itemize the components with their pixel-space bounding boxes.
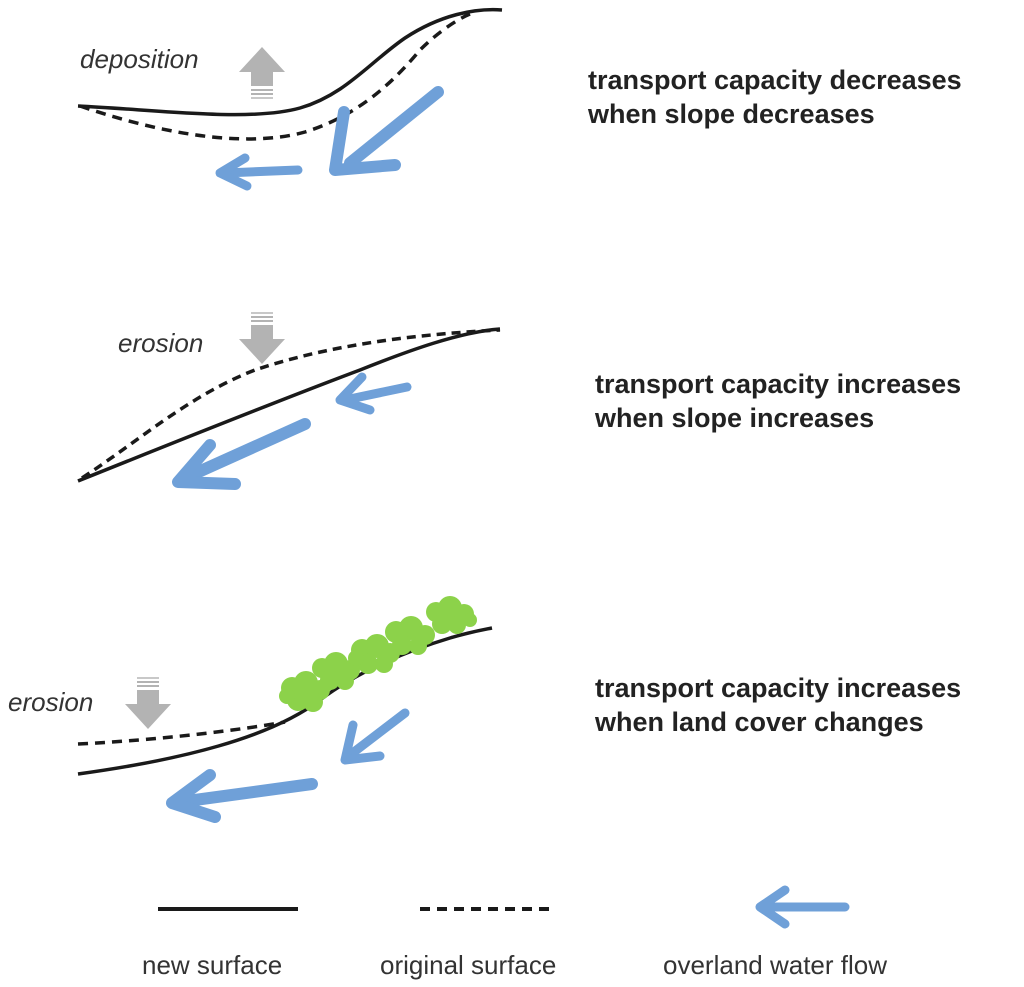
caption-panel-3: transport capacity increases when land c… <box>595 671 961 739</box>
flow-arrow-small-icon <box>340 708 410 765</box>
caption-panel-1: transport capacity decreases when slope … <box>588 63 962 131</box>
flow-arrow-small-icon <box>215 153 303 191</box>
caption-line: transport capacity decreases <box>588 65 962 95</box>
deposition-up-arrow-icon <box>239 47 285 99</box>
process-label-erosion-land-cover: erosion <box>8 687 94 717</box>
legend <box>158 885 850 929</box>
caption-line: transport capacity increases <box>595 369 962 399</box>
caption-line: transport capacity increases <box>595 673 962 703</box>
original-surface-line <box>77 720 286 746</box>
caption-panel-2: transport capacity increases when slope … <box>595 367 961 435</box>
flow-arrow-icon <box>166 769 318 823</box>
flow-arrow-icon <box>172 418 311 490</box>
legend-label-overland-water-flow: overland water flow <box>663 950 887 980</box>
legend-flow-arrow-icon <box>755 885 850 929</box>
vegetation-icon <box>279 596 477 712</box>
caption-line: when slope increases <box>595 403 875 433</box>
caption-line: when slope decreases <box>588 99 875 129</box>
new-surface-line <box>77 327 501 483</box>
caption-line: when land cover changes <box>595 707 924 737</box>
panel-erosion-land-cover <box>77 596 493 823</box>
panel-erosion-slope <box>77 312 501 490</box>
panel-deposition <box>77 7 503 191</box>
legend-label-original-surface: original surface <box>380 950 557 980</box>
legend-label-new-surface: new surface <box>142 950 283 980</box>
erosion-down-arrow-icon <box>125 677 171 729</box>
process-label-deposition: deposition <box>80 44 199 74</box>
new-surface-line <box>77 7 503 117</box>
process-label-erosion-slope: erosion <box>118 328 204 358</box>
flow-arrow-small-icon <box>335 372 412 415</box>
original-surface-line <box>81 328 501 480</box>
erosion-down-arrow-icon <box>239 312 285 364</box>
original-surface-line <box>79 12 471 141</box>
flow-arrow-icon <box>329 86 444 176</box>
